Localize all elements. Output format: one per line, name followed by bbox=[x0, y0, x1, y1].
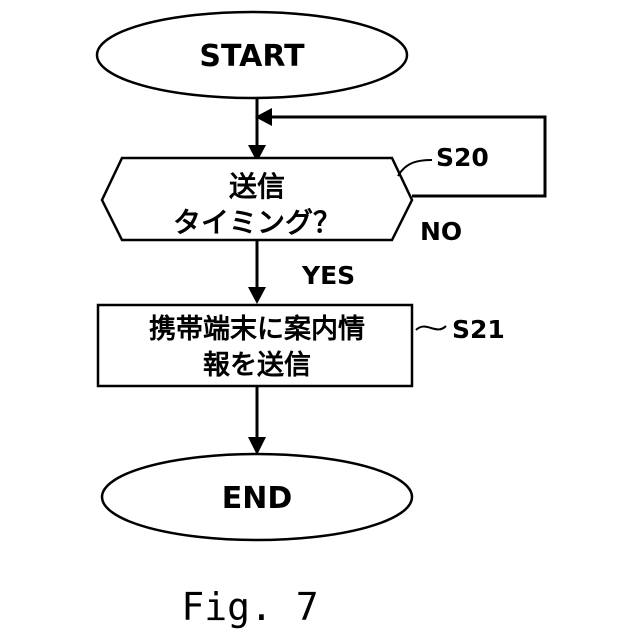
end-label: END bbox=[222, 481, 293, 516]
process-label-line2: 報を送信 bbox=[203, 350, 311, 381]
step-s21-label: S21 bbox=[452, 315, 505, 344]
step-s21-leader bbox=[416, 326, 446, 330]
decision-label-line2: タイミング？ bbox=[173, 206, 341, 239]
arrowhead-process-in bbox=[248, 287, 266, 304]
process-label-line1: 携帯端末に案内情 bbox=[149, 313, 365, 345]
branch-no-label: NO bbox=[420, 217, 462, 246]
decision-label-line1: 送信 bbox=[229, 170, 285, 203]
branch-yes-label: YES bbox=[301, 261, 355, 290]
figure-caption: Fig. 7 bbox=[181, 585, 318, 629]
step-s20-label: S20 bbox=[436, 143, 489, 172]
start-label: START bbox=[199, 39, 305, 74]
step-s20-leader bbox=[398, 160, 432, 176]
arrowhead-end-in bbox=[248, 437, 266, 455]
